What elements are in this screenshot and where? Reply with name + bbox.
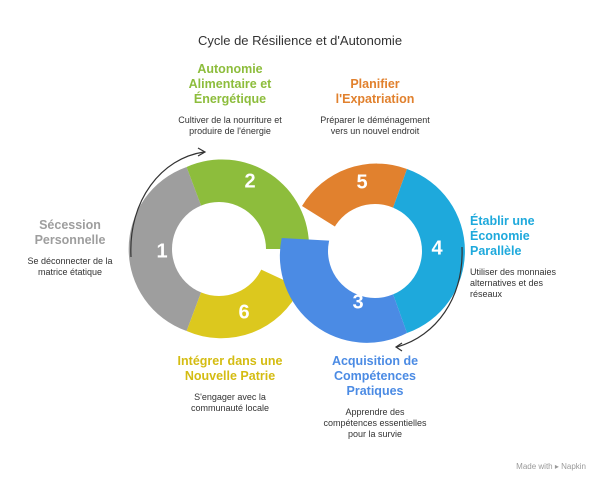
step-4-label: Établir une Économie Parallèle Utiliser … (470, 214, 590, 300)
step-6-heading: Intégrer dans une Nouvelle Patrie (160, 354, 300, 384)
step-5-description: Préparer le déménagement vers un nouvel … (305, 115, 445, 137)
heading-line: Économie (470, 229, 530, 243)
step-1-description: Se déconnecter de la matrice étatique (10, 256, 130, 278)
segment-number-3: 3 (352, 291, 363, 313)
heading-line: Alimentaire et (188, 77, 272, 91)
description-line: vers un nouvel endroit (330, 126, 420, 136)
heading-line: Autonomie (197, 62, 263, 76)
description-line: compétences essentielles (323, 418, 427, 428)
heading-line: l'Expatriation (335, 92, 415, 106)
step-2-label: Autonomie Alimentaire et Énergétique Cul… (160, 62, 300, 137)
napkin-branding: Made with ▸ Napkin (516, 462, 586, 471)
description-line: Se déconnecter de la (27, 256, 113, 266)
step-6-label: Intégrer dans une Nouvelle Patrie S'enga… (160, 354, 300, 414)
heading-line: Pratiques (346, 384, 404, 398)
step-4-heading: Établir une Économie Parallèle (470, 214, 590, 259)
step-5-heading: Planifier l'Expatriation (305, 77, 445, 107)
cycle-arrow-left (130, 151, 205, 258)
step-5-label: Planifier l'Expatriation Préparer le dém… (305, 77, 445, 137)
heading-line: Acquisition de (331, 354, 419, 368)
description-line: matrice étatique (37, 267, 103, 277)
step-3-heading: Acquisition de Compétences Pratiques (305, 354, 445, 399)
heading-line: Établir une (470, 214, 535, 228)
description-line: communauté locale (190, 403, 270, 413)
description-line: produire de l'énergie (189, 126, 271, 136)
step-4-description: Utiliser des monnaies alternatives et de… (470, 267, 590, 300)
heading-line: Compétences (334, 369, 416, 383)
step-1-heading: Sécession Personnelle (10, 218, 130, 248)
description-line: alternatives et des (470, 278, 544, 288)
cycle-arrow-right (396, 246, 463, 348)
segment-number-5: 5 (356, 171, 367, 193)
segment-4 (382, 169, 465, 333)
heading-line: Énergétique (193, 92, 267, 106)
segment-number-6: 6 (238, 301, 249, 323)
step-3-description: Apprendre des compétences essentielles p… (305, 407, 445, 440)
heading-line: Nouvelle Patrie (184, 369, 276, 383)
step-2-description: Cultiver de la nourriture et produire de… (160, 115, 300, 137)
segment-number-4: 4 (431, 237, 443, 259)
description-line: réseaux (470, 289, 503, 299)
description-line: Cultiver de la nourriture et (178, 115, 282, 125)
heading-line: Planifier (350, 77, 400, 91)
segment-3 (279, 238, 407, 343)
heading-line: Sécession (39, 218, 101, 232)
description-line: Utiliser des monnaies (470, 267, 557, 277)
step-3-label: Acquisition de Compétences Pratiques App… (305, 354, 445, 440)
diagram-title: Cycle de Résilience et d'Autonomie (197, 33, 403, 48)
step-2-heading: Autonomie Alimentaire et Énergétique (160, 62, 300, 107)
step-1-label: Sécession Personnelle Se déconnecter de … (10, 218, 130, 278)
description-line: Préparer le déménagement (320, 115, 430, 125)
description-line: pour la survie (347, 429, 403, 439)
segment-number-1: 1 (156, 240, 167, 262)
heading-line: Intégrer dans une (177, 354, 283, 368)
arrowhead-right-icon (394, 342, 403, 352)
description-line: Apprendre des (345, 407, 405, 417)
segment-number-2: 2 (244, 170, 255, 192)
heading-line: Parallèle (470, 244, 522, 258)
description-line: S'engager avec la (194, 392, 266, 402)
heading-line: Personnelle (34, 233, 106, 247)
step-6-description: S'engager avec la communauté locale (160, 392, 300, 414)
segment-1 (128, 167, 212, 331)
arrowhead-left-icon (197, 147, 207, 157)
